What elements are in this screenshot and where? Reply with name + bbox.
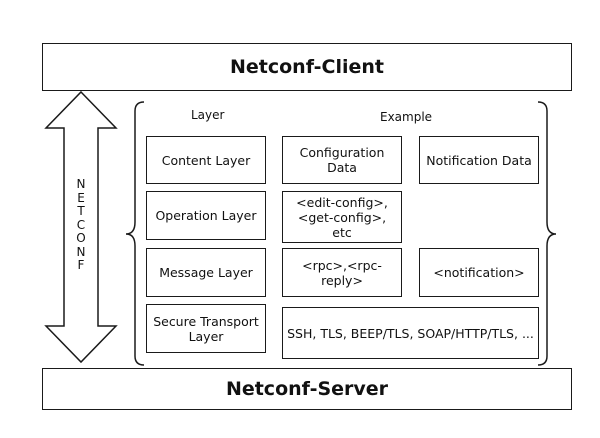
notification-data-box: Notification Data [419, 136, 539, 184]
message-layer-label: Message Layer [159, 265, 253, 280]
rpc-example-label: <rpc>,<rpc-reply> [302, 257, 382, 288]
layer-header: Layer [191, 108, 225, 122]
netconf-letter: C [76, 217, 86, 232]
transport-protocols-label: SSH, TLS, BEEP/TLS, SOAP/HTTP/TLS, ... [287, 325, 534, 341]
left-brace [125, 101, 145, 366]
netconf-server-box: Netconf-Server [42, 368, 572, 410]
netconf-client-box: Netconf-Client [42, 43, 572, 91]
configuration-data-label: Configuration Data [299, 145, 385, 175]
configuration-data-box: Configuration Data [282, 136, 402, 184]
content-layer-label: Content Layer [161, 152, 251, 168]
operation-layer-box: Operation Layer [146, 191, 266, 240]
content-layer-box: Content Layer [146, 136, 266, 184]
operation-layer-label: Operation Layer [155, 208, 257, 223]
double-arrow [44, 90, 118, 364]
operations-example-box: <edit-config>, <get-config>, etc [282, 191, 402, 243]
secure-transport-layer-box: Secure Transport Layer [146, 304, 266, 353]
notification-example-box: <notification> [419, 248, 539, 297]
netconf-letter: O [76, 231, 86, 245]
notification-example-label: <notification> [433, 265, 525, 280]
rpc-example-box: <rpc>,<rpc-reply> [282, 248, 402, 297]
operations-example-label: <edit-config>, <get-config>, etc [296, 194, 388, 240]
netconf-server-label: Netconf-Server [225, 378, 389, 400]
netconf-letter: T [77, 204, 85, 218]
secure-transport-layer-label: Secure Transport Layer [153, 313, 259, 344]
netconf-letter: F [77, 258, 85, 272]
netconf-client-label: Netconf-Client [230, 56, 384, 78]
netconf-letter: E [77, 190, 85, 205]
netconf-letter: N [76, 177, 86, 191]
example-header: Example [380, 110, 433, 124]
right-brace [537, 101, 557, 366]
message-layer-box: Message Layer [146, 248, 266, 297]
netconf-letter: N [76, 244, 86, 259]
transport-protocols-box: SSH, TLS, BEEP/TLS, SOAP/HTTP/TLS, ... [282, 307, 539, 359]
notification-data-label: Notification Data [426, 152, 532, 168]
